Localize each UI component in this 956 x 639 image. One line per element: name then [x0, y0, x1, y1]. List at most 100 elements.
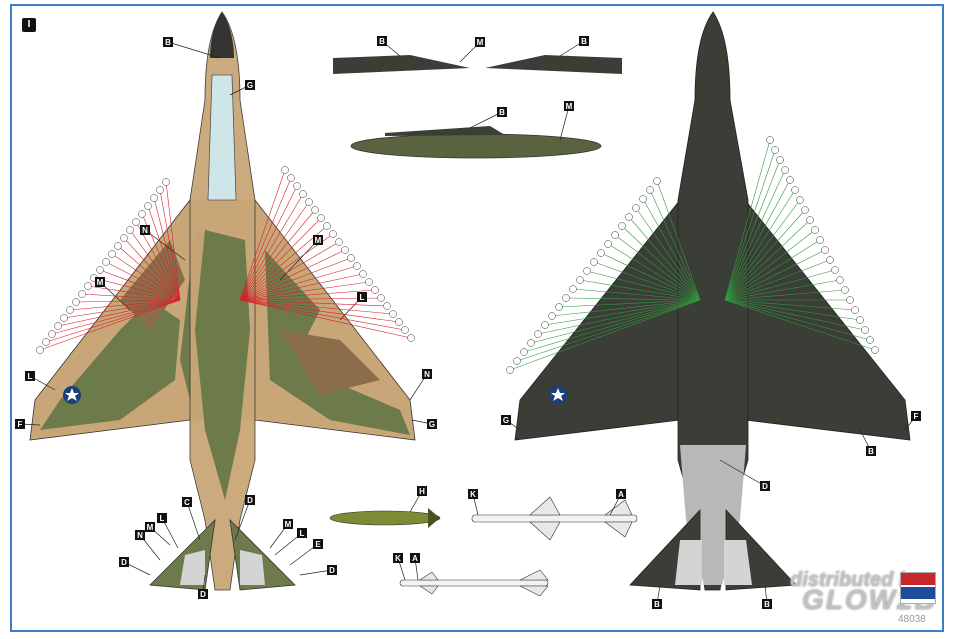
- decal-number-marker: [801, 206, 809, 214]
- decal-number-leader: [239, 217, 322, 301]
- decal-number-leader: [45, 299, 181, 343]
- upper-canopy: [207, 74, 237, 201]
- svg-text:G: G: [503, 416, 509, 425]
- decal-number-leader: [724, 299, 876, 351]
- callout-leader: [279, 239, 319, 281]
- decal-number-marker: [811, 226, 819, 234]
- decal-number-marker: [353, 262, 361, 270]
- decal-number-leader: [93, 277, 181, 301]
- decal-number-leader: [239, 209, 316, 301]
- svg-text:L: L: [28, 372, 33, 381]
- decal-number-leader: [551, 299, 701, 317]
- svg-text:B: B: [654, 600, 660, 609]
- decal-number-leader: [129, 229, 181, 301]
- decal-callout-g: G: [245, 80, 255, 90]
- decal-number-marker: [597, 249, 605, 257]
- decal-number-leader: [586, 270, 701, 301]
- decal-number-leader: [724, 159, 781, 301]
- decal-callout-f: F: [911, 411, 921, 421]
- decal-number-leader: [239, 177, 292, 301]
- decal-number-marker: [861, 326, 869, 334]
- svg-text:D: D: [200, 590, 206, 599]
- decal-number-marker: [383, 302, 391, 310]
- decal-number-marker: [632, 204, 640, 212]
- decal-number-marker: [317, 214, 325, 222]
- decal-number-marker: [287, 174, 295, 182]
- decal-number-marker: [132, 218, 140, 226]
- decal-number-marker: [401, 326, 409, 334]
- decal-number-leader: [63, 299, 181, 319]
- callout-leader: [167, 41, 221, 59]
- decal-callout-n: N: [135, 530, 145, 540]
- decal-number-marker: [569, 285, 577, 293]
- decal-number-leader: [537, 299, 701, 335]
- decal-callout-m: M: [313, 235, 323, 245]
- decal-number-marker: [102, 258, 110, 266]
- centerline-drop-tank: [350, 133, 602, 159]
- decal-number-leader: [724, 269, 836, 301]
- decal-number-marker: [377, 294, 385, 302]
- decal-callout-d: D: [198, 589, 208, 599]
- decal-number-leader: [165, 181, 181, 301]
- callout-leader: [469, 111, 503, 129]
- svg-text:D: D: [121, 558, 127, 567]
- decal-number-leader: [724, 299, 861, 321]
- decal-number-leader: [724, 169, 786, 301]
- decal-callout-m: M: [145, 522, 155, 532]
- decal-number-leader: [239, 169, 286, 301]
- decal-number-marker: [150, 194, 158, 202]
- svg-text:B: B: [165, 38, 171, 47]
- decal-number-marker: [78, 290, 86, 298]
- decal-number-marker: [513, 357, 521, 365]
- decal-number-marker: [639, 195, 647, 203]
- right-outer-wing-side: [485, 55, 622, 74]
- decal-number-leader: [159, 189, 181, 301]
- svg-text:A: A: [618, 490, 624, 499]
- decal-number-leader: [724, 229, 816, 301]
- svg-text:D: D: [247, 496, 253, 505]
- decal-number-marker: [791, 186, 799, 194]
- decal-number-leader: [607, 243, 701, 301]
- missile-sparrow: [471, 514, 638, 523]
- upper-view-aircraft: [29, 11, 416, 591]
- decal-number-leader: [593, 261, 701, 301]
- decal-callout-b: B: [866, 446, 876, 456]
- decal-number-leader: [572, 288, 701, 301]
- svg-text:N: N: [424, 370, 430, 379]
- decal-number-leader: [600, 252, 701, 301]
- decal-number-leader: [724, 289, 846, 301]
- decal-number-marker: [781, 166, 789, 174]
- decal-number-marker: [114, 242, 122, 250]
- missile-sparrow-fins: [529, 496, 633, 541]
- decal-number-leader: [239, 299, 394, 315]
- decal-callout-f: F: [15, 419, 25, 429]
- decal-number-marker: [618, 222, 626, 230]
- decal-number-leader: [724, 189, 796, 301]
- decal-number-marker: [646, 186, 654, 194]
- decal-number-marker: [299, 190, 307, 198]
- svg-text:L: L: [160, 514, 165, 523]
- missile-sidewinder: [399, 579, 549, 587]
- decal-number-marker: [576, 276, 584, 284]
- svg-text:M: M: [285, 520, 292, 529]
- decal-number-leader: [724, 249, 826, 301]
- decal-callout-m: M: [95, 277, 105, 287]
- decal-number-marker: [653, 177, 661, 185]
- decal-callout-c: C: [182, 497, 192, 507]
- decal-callout-n: N: [422, 369, 432, 379]
- decal-number-leader: [621, 225, 701, 301]
- decal-number-marker: [534, 330, 542, 338]
- decal-number-leader: [239, 281, 370, 301]
- decal-callout-l: L: [357, 292, 367, 302]
- decal-callout-g: G: [427, 419, 437, 429]
- decal-number-leader: [57, 299, 181, 327]
- decal-number-marker: [816, 236, 824, 244]
- decal-number-marker: [42, 338, 50, 346]
- decal-number-leader: [51, 299, 181, 335]
- svg-text:M: M: [97, 278, 104, 287]
- decal-number-leader: [81, 293, 181, 301]
- upper-camo-brown: [120, 240, 380, 395]
- decal-callout-b: B: [377, 36, 387, 46]
- decal-number-marker: [293, 182, 301, 190]
- decal-number-marker: [836, 276, 844, 284]
